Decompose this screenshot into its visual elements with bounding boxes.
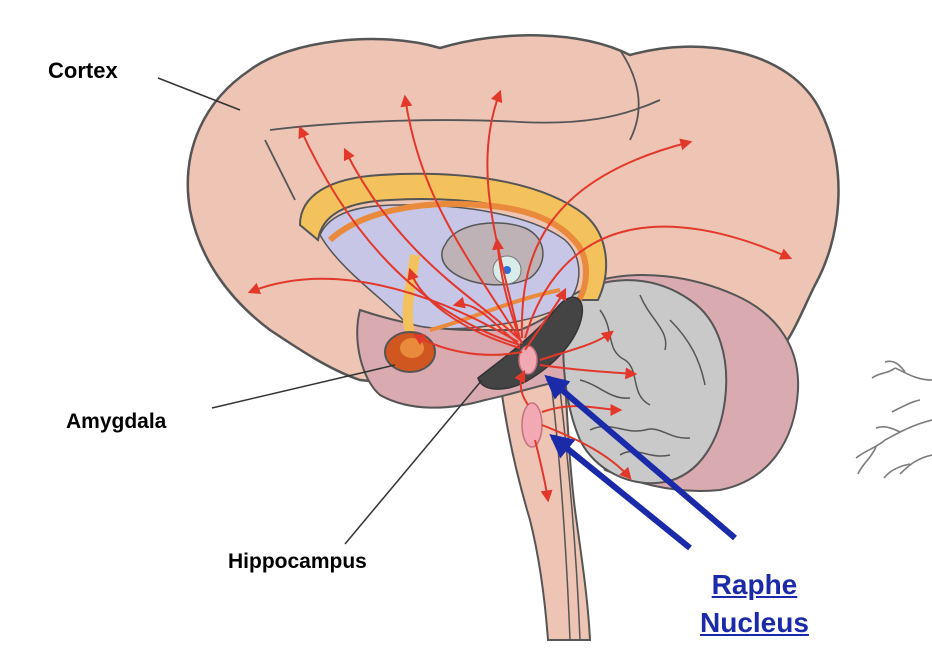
pathway-arrow (247, 277, 519, 343)
label-hippocampus: Hippocampus (228, 550, 367, 573)
fornix (327, 200, 589, 307)
cerebellum (562, 279, 728, 485)
neuron-dendrite-icon (855, 360, 932, 479)
cortex-leader (157, 77, 241, 111)
raphe-link-line1[interactable]: Raphe (711, 569, 798, 600)
label-amygdala: Amygdala (66, 410, 167, 433)
raphe-pointer-lower (549, 433, 692, 551)
pathway-arrow (520, 138, 693, 339)
label-cortex: Cortex (48, 58, 118, 83)
cortex-sulci (264, 49, 661, 201)
pathway-arrow (298, 125, 521, 346)
pathway-arrow (400, 94, 521, 341)
serotonin-pathways (247, 89, 793, 503)
raphe-pointers (544, 374, 737, 551)
pathway-arrow (412, 333, 523, 356)
pathway-arrow (491, 237, 523, 345)
leader-lines (157, 77, 483, 545)
pathway-arrow (539, 364, 638, 380)
pineal-core (503, 266, 511, 274)
pathway-arrow (343, 147, 521, 341)
raphe-link-line2[interactable]: Nucleus (700, 607, 809, 638)
amygdala-core (400, 338, 424, 358)
pathway-arrow (524, 225, 793, 339)
raphe-nucleus-link[interactable]: Raphe Nucleus (700, 566, 809, 642)
amygdala-leader (211, 364, 396, 409)
pathway-arrow (486, 89, 521, 341)
pathway-arrow (452, 296, 521, 347)
brainstem-tract (559, 389, 581, 641)
pathway-arrow (534, 439, 553, 503)
raphe-nucleus-lower (521, 402, 543, 448)
pathway-arrow (407, 267, 521, 349)
pathway-arrow (539, 330, 614, 361)
pathway-arrow (514, 369, 529, 406)
hippocampus-leader (344, 379, 483, 545)
pathway-arrow (524, 287, 567, 351)
corpus-callosum (298, 172, 608, 301)
brainstem-tract (551, 389, 571, 641)
raphe-pointer-upper (544, 374, 737, 541)
raphe-nucleus-upper (518, 345, 538, 375)
pathway-arrow (541, 424, 632, 480)
